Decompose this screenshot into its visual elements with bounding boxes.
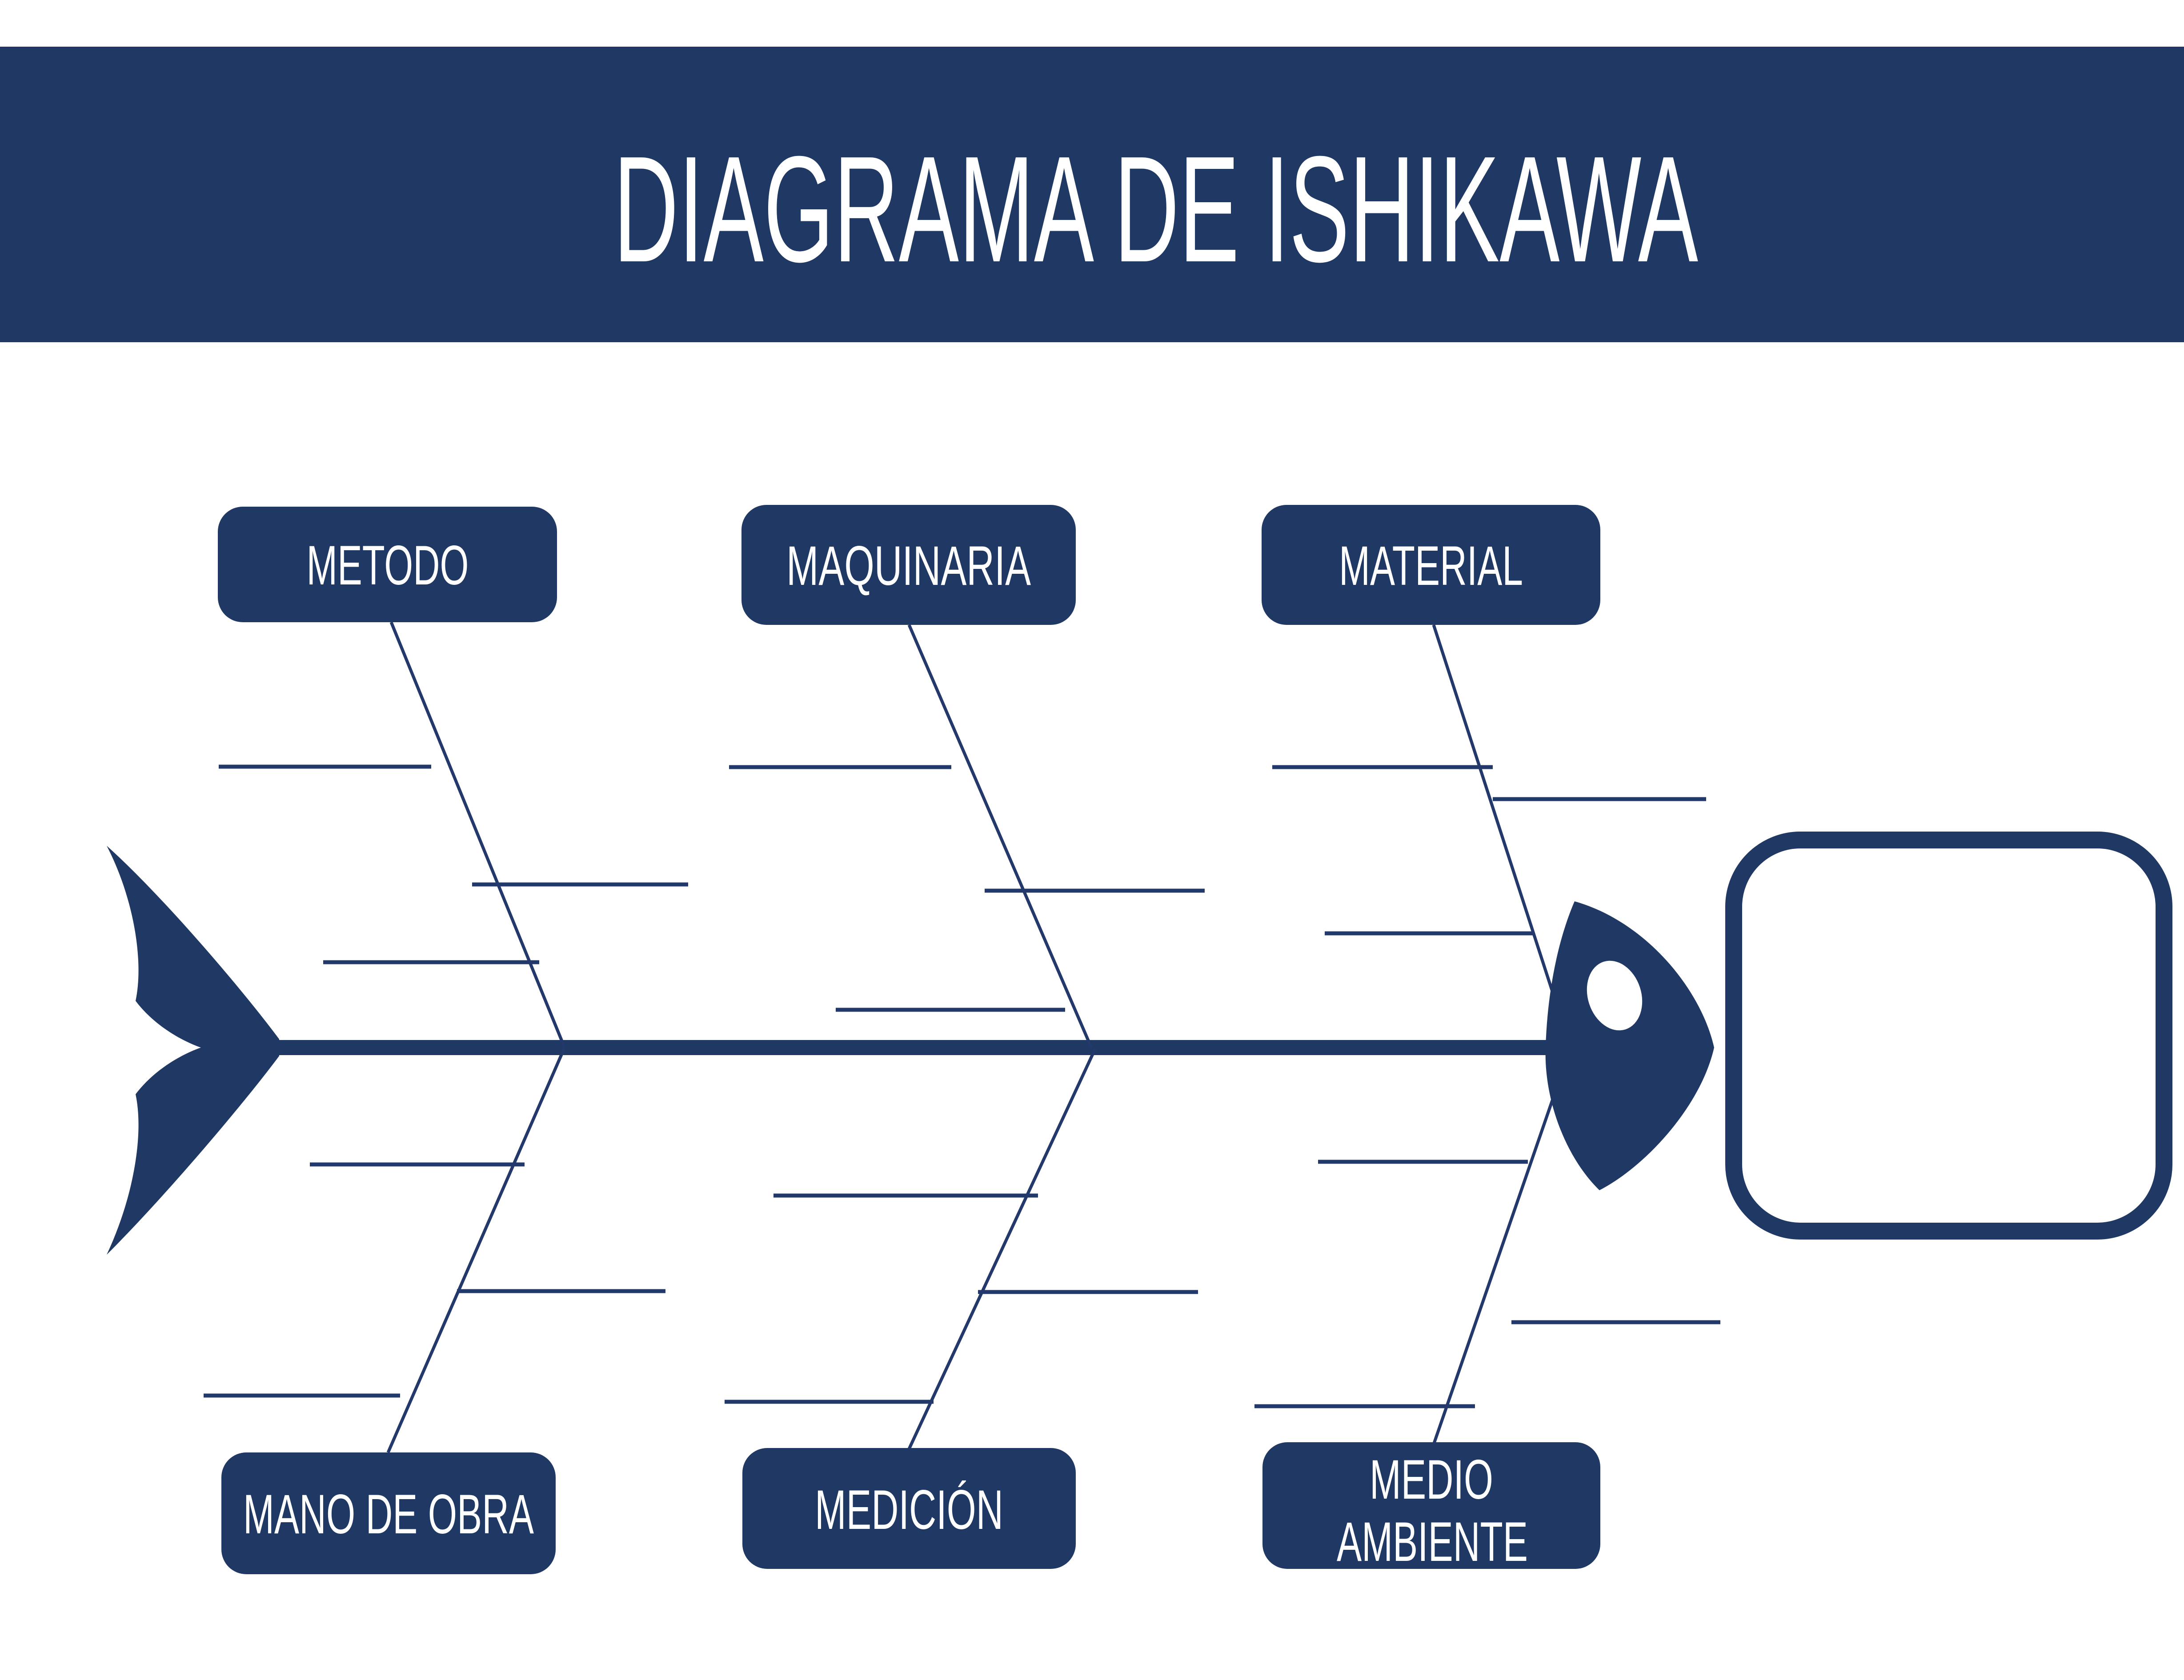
cause-box-label: MANO DE OBRA: [243, 1484, 534, 1545]
cause-box-metodo[interactable]: METODO: [218, 507, 557, 622]
bone-metodo: [389, 621, 566, 1048]
cause-box-label-line2: AMBIENTE: [1337, 1511, 1528, 1573]
cause-box-label: MEDICIÓN: [815, 1479, 1003, 1541]
fishbone-spine: [273, 1040, 1583, 1055]
bone-material: [1432, 624, 1572, 1048]
cause-box-material[interactable]: MATERIAL: [1262, 505, 1600, 625]
cause-box-medio-ambiente[interactable]: MEDIO AMBIENTE: [1262, 1442, 1600, 1573]
cause-box-rect: [218, 507, 557, 622]
cause-box-rect: [742, 1448, 1076, 1569]
bone-medio-ambiente: [1432, 1047, 1572, 1445]
problem-box[interactable]: [1725, 832, 2172, 1240]
cause-box-label-line1: MEDIO: [1370, 1449, 1493, 1511]
cause-box-rect: [741, 505, 1076, 625]
cause-box-rect: [1262, 505, 1600, 625]
cause-box-rect: [1262, 1442, 1600, 1569]
cause-box-rect: [221, 1452, 556, 1574]
bone-maquinaria: [907, 624, 1093, 1048]
cause-box-medicion[interactable]: MEDICIÓN: [742, 1448, 1076, 1569]
cause-box-label: MAQUINARIA: [786, 535, 1031, 597]
bone-medicion: [907, 1047, 1098, 1450]
fish-head-icon: [1545, 901, 1714, 1190]
cause-box-mano-de-obra[interactable]: MANO DE OBRA: [221, 1452, 556, 1574]
cause-box-maquinaria[interactable]: MAQUINARIA: [741, 505, 1076, 625]
cause-box-label: METODO: [307, 535, 469, 596]
fish-eye-icon: [1587, 960, 1643, 1031]
title-banner: [0, 47, 2184, 342]
cause-box-label: MATERIAL: [1339, 535, 1523, 597]
fish-tail-icon: [107, 846, 279, 1255]
bone-mano-de-obra: [386, 1047, 566, 1453]
page-title: DIAGRAMA DE ISHIKAWA: [613, 125, 1699, 294]
problem-box-outline: [1725, 832, 2172, 1240]
